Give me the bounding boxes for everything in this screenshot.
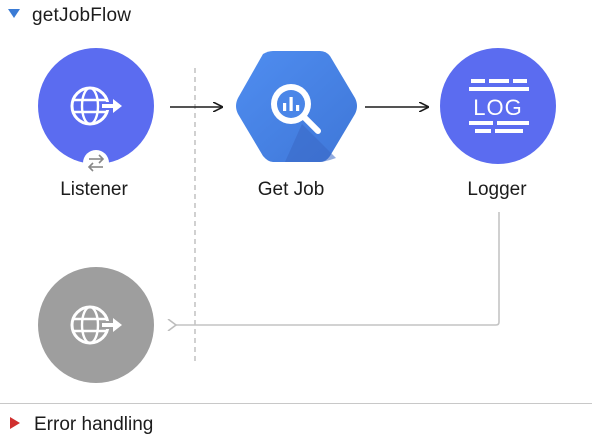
get-job-label: Get Job [257, 179, 325, 200]
swap-arrows-icon [83, 150, 109, 176]
flow-canvas: LOG [38, 48, 556, 383]
section-divider [0, 403, 592, 404]
globe-arrow-icon [70, 86, 122, 126]
collapse-caret-icon[interactable] [8, 8, 20, 18]
bigquery-magnifier-icon [271, 84, 321, 134]
error-handling-label: Error handling [34, 414, 154, 435]
log-icon-text: LOG [473, 95, 522, 120]
flow-header[interactable]: getJobFlow [8, 4, 131, 28]
log-icon: LOG [469, 79, 529, 133]
logger-circle[interactable] [440, 48, 556, 164]
response-circle[interactable] [38, 267, 154, 383]
get-job-node[interactable] [236, 51, 357, 162]
connector-logger-response [176, 212, 500, 325]
logger-node[interactable]: LOG [440, 48, 556, 164]
globe-arrow-icon [70, 305, 122, 345]
error-handling-section[interactable]: Error handling [10, 412, 153, 438]
listener-node[interactable] [38, 48, 154, 176]
response-node[interactable] [38, 267, 154, 383]
listener-label: Listener [60, 179, 128, 200]
flow-title: getJobFlow [32, 5, 132, 26]
listener-circle[interactable] [38, 48, 154, 164]
logger-label: Logger [467, 179, 527, 200]
expand-caret-icon[interactable] [10, 417, 20, 429]
